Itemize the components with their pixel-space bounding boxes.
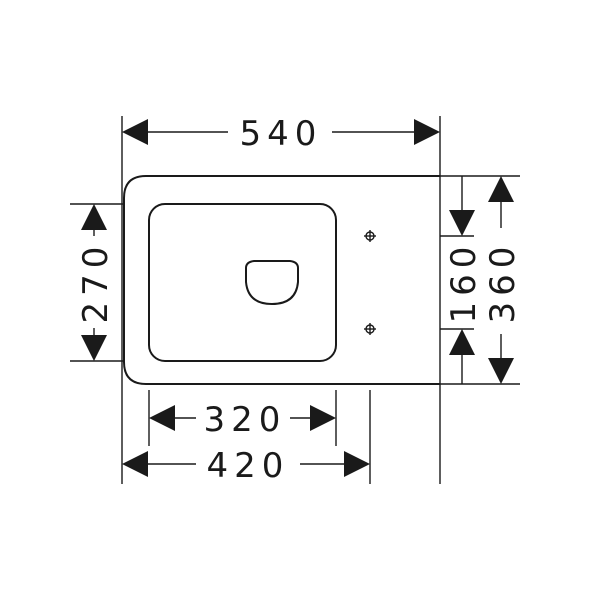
dimension-320-label: 320 xyxy=(204,400,287,440)
dimension-540: 540 xyxy=(122,114,440,154)
dimension-360: 360 xyxy=(483,176,523,384)
dimension-270: 270 xyxy=(76,204,116,361)
dimension-320: 320 xyxy=(149,400,336,440)
bowl-outline xyxy=(148,203,337,362)
dimension-270-label: 270 xyxy=(76,241,116,324)
dimension-420: 420 xyxy=(122,446,370,486)
fixing-hole-bottom xyxy=(364,323,376,335)
dimension-360-label: 360 xyxy=(483,241,523,324)
fixing-hole-top xyxy=(364,230,376,242)
dimension-160-label: 160 xyxy=(444,241,484,324)
dimension-160: 160 xyxy=(444,176,484,384)
dimension-420-label: 420 xyxy=(207,446,290,486)
drain-opening xyxy=(245,260,299,306)
toilet-outline xyxy=(123,175,440,385)
dimension-540-label: 540 xyxy=(240,114,323,154)
